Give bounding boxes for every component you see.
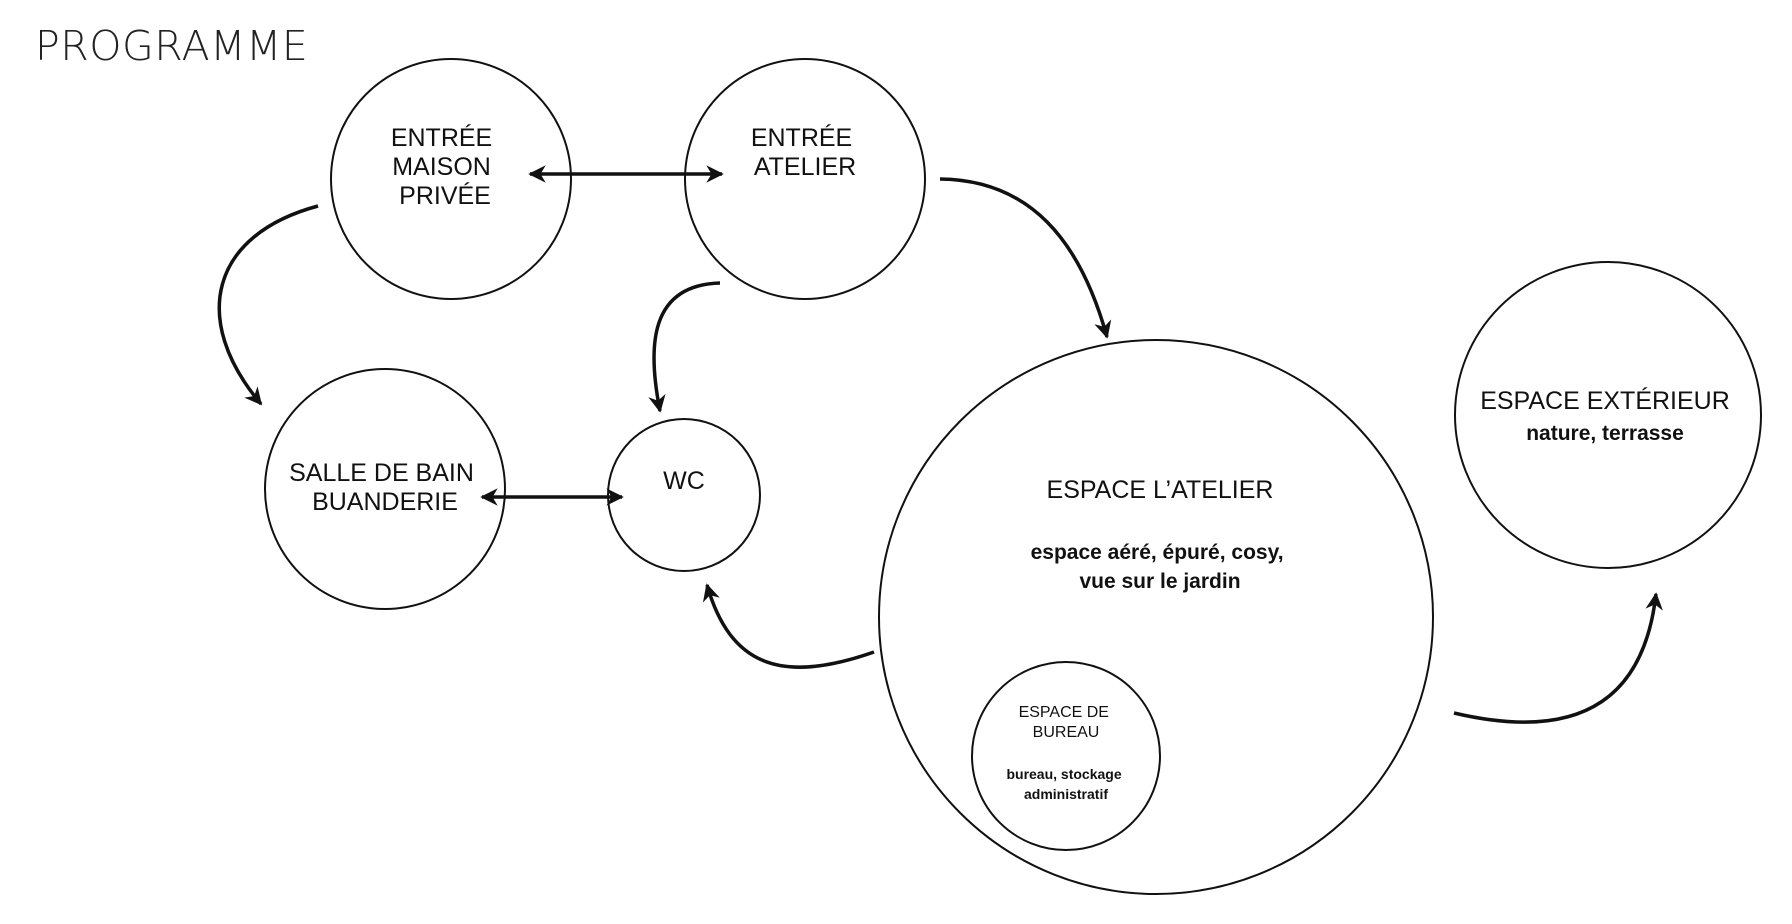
- label-espace-atelier-sub: espace aéré, épuré, cosy, vue sur le jar…: [1031, 541, 1290, 593]
- label-espace-bureau-sub: bureau, stockage administratif: [1006, 766, 1125, 802]
- circle-wc: [607, 418, 761, 572]
- label-salle-de-bain: SALLE DE BAIN BUANDERIE: [289, 459, 481, 516]
- label-espace-atelier-title: ESPACE L’ATELIER: [1047, 476, 1274, 504]
- arrow-entree-atelier-to-wc: [648, 281, 721, 413]
- label-espace-exterieur-title: ESPACE EXTÉRIEUR: [1480, 386, 1730, 415]
- circle-espace-exterieur: [1454, 261, 1762, 569]
- arrow-espace-atelier-to-exterieur: [1453, 592, 1663, 724]
- arrow-entree-atelier-to-espace-atelier: [939, 177, 1112, 339]
- label-entree-maison: ENTRÉE MAISON PRIVÉE: [391, 123, 499, 210]
- page-title: PROGRAMME: [35, 22, 308, 70]
- label-espace-bureau-title: ESPACE DE BUREAU: [1019, 704, 1114, 741]
- label-wc: WC: [663, 467, 705, 495]
- arrow-espace-atelier-to-wc: [702, 583, 875, 669]
- label-entree-atelier: ENTRÉE ATELIER: [751, 123, 859, 181]
- arrow-entree-maison-to-salle-de-bain: [217, 204, 319, 406]
- circle-espace-atelier: [878, 339, 1434, 895]
- circle-espace-bureau: [971, 661, 1161, 851]
- label-espace-exterieur-sub: nature, terrasse: [1526, 422, 1684, 445]
